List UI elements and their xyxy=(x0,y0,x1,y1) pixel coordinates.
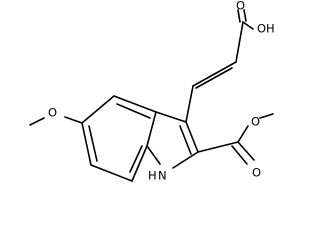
bond-cooh-carbonyl-1 xyxy=(237,9,241,23)
bond-cooh-oh xyxy=(242,21,254,30)
atom-labels: OH O O O O H N xyxy=(48,0,275,183)
bond-ester-c-o xyxy=(237,125,249,143)
atom-nh-h: H xyxy=(148,169,157,183)
bond-vinyl-double-2 xyxy=(195,67,233,89)
bond-ester-o-ch3 xyxy=(259,113,274,119)
bond-cooh-c-alpha xyxy=(235,21,244,63)
bond-c2-n1 xyxy=(172,151,199,169)
atom-o-ester-carbonyl: O xyxy=(252,166,261,180)
bond-c6-c7 xyxy=(90,164,133,182)
bond-c5-c6-1 xyxy=(81,122,92,166)
bond-c3a-c4-1 xyxy=(113,95,157,113)
bond-c7-c7a-1 xyxy=(131,145,148,182)
chemical-structure: OH O O O O H N xyxy=(29,0,275,183)
bond-cooh-carbonyl-2 xyxy=(243,9,247,22)
bond-c3-c2-2 xyxy=(179,125,192,155)
atom-oh: OH xyxy=(257,22,275,36)
bond-omethoxy-ch3 xyxy=(29,117,45,126)
bond-vinyl-to-c3 xyxy=(185,85,194,123)
bond-c3-c2-1 xyxy=(185,121,199,153)
atom-o-ester: O xyxy=(251,115,260,129)
bond-c2-ester-c xyxy=(197,141,239,153)
bond-c5-c6-2 xyxy=(88,125,98,162)
bond-c3a-c7a xyxy=(146,111,157,147)
bond-ester-carbonyl-2 xyxy=(231,145,248,165)
atom-o-acid-carbonyl: O xyxy=(236,0,245,13)
bond-vinyl-double-1 xyxy=(192,61,237,87)
bond-c5-omethoxy xyxy=(64,116,83,124)
atom-o-methoxy: O xyxy=(48,106,57,120)
bond-n1-c7a xyxy=(146,145,161,165)
bonds xyxy=(29,9,274,182)
atom-n: N xyxy=(158,169,167,183)
bond-ester-carbonyl-1 xyxy=(237,141,255,161)
bond-c3a-c4-2 xyxy=(116,103,151,119)
bond-c4-c5 xyxy=(81,95,115,124)
bond-c7-c7a-2 xyxy=(129,145,143,173)
bond-c3-c3a xyxy=(155,111,187,123)
